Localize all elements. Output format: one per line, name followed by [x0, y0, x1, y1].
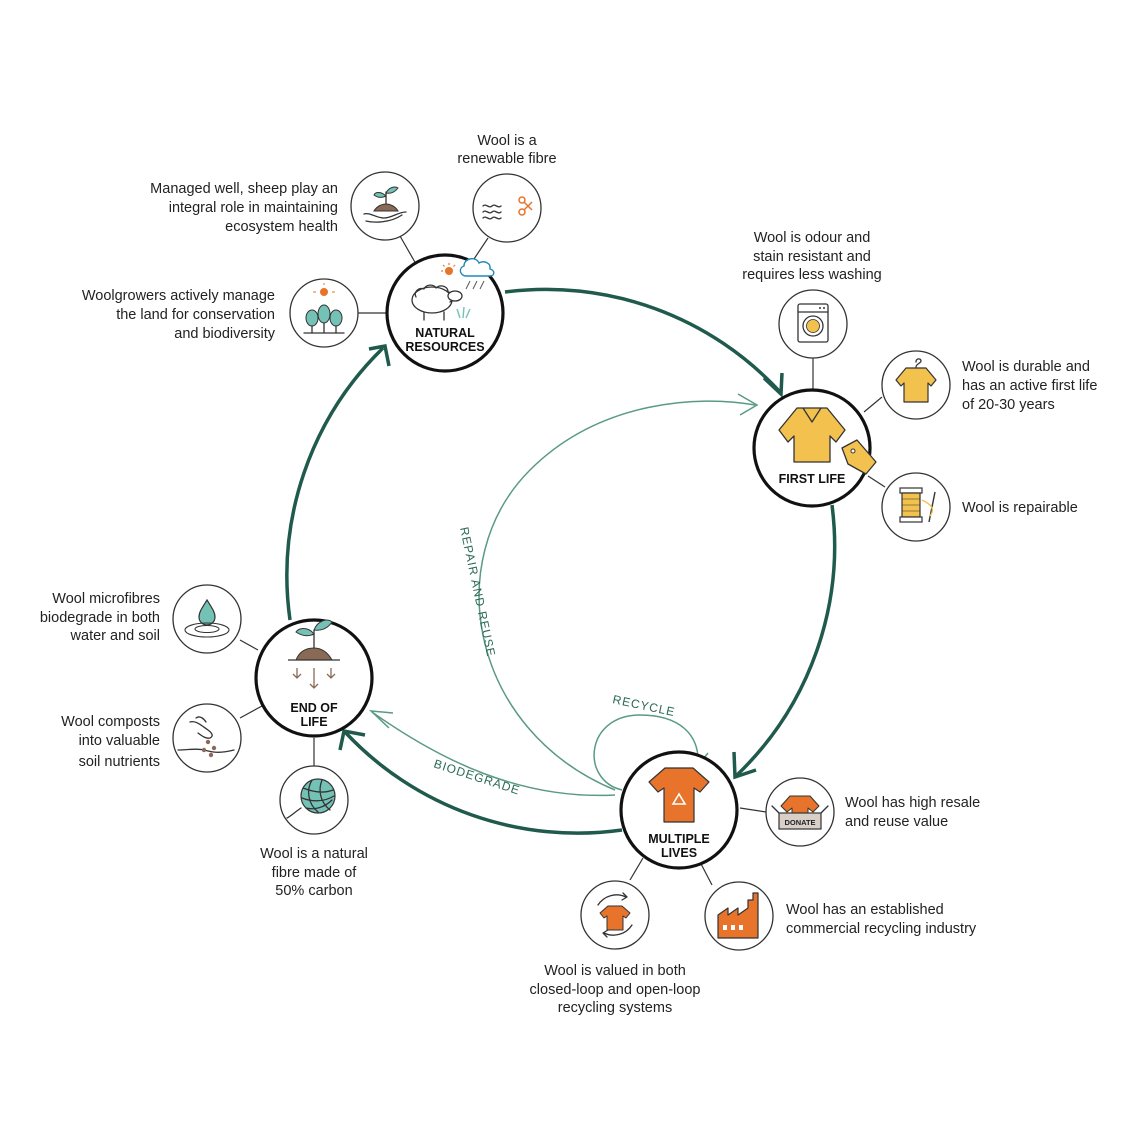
caption-line-2: renewable fibre	[457, 151, 556, 167]
hub-label-line-2: LIFE	[300, 715, 327, 729]
composting-hand-icon	[177, 716, 235, 758]
caption-line-1: Wool is odour and	[754, 230, 871, 246]
caption-line-2: integral role in maintaining	[169, 200, 338, 216]
caption-line-1: Wool is a natural	[260, 846, 368, 862]
caption-line-3: recycling systems	[558, 1000, 672, 1016]
jumper-on-hanger-icon	[895, 358, 937, 403]
arrowhead-first-life	[762, 372, 784, 398]
caption-line-3: ecosystem health	[225, 219, 338, 235]
satellite-microfibres: Wool microfibres biodegrade in both wate…	[40, 584, 242, 654]
hub-first-life: FIRST LIFE	[752, 388, 877, 508]
satellite-renewable: Wool is a renewable fibre	[457, 133, 557, 243]
hand-plant-icon	[363, 186, 407, 223]
caption-line-1: Wool is repairable	[962, 500, 1078, 516]
satellite-industry: Wool has an established commercial recyc…	[704, 881, 977, 951]
repair-reuse-arc	[478, 400, 756, 791]
seedling-icon	[288, 619, 340, 661]
recycled-tshirt-icon	[648, 767, 710, 823]
main-cycle	[285, 287, 837, 835]
caption-line-3: requires less washing	[742, 267, 881, 283]
thread-spool-icon	[899, 487, 936, 523]
hub-label-line-1: FIRST LIFE	[779, 472, 846, 486]
arrowhead-multiple-lives	[732, 751, 757, 780]
factory-icon	[717, 892, 759, 939]
hub-natural-resources: NATURAL RESOURCES	[385, 253, 505, 373]
satellite-durable: Wool is durable and has an active first …	[881, 350, 1097, 420]
repair-reuse-arrowhead	[737, 393, 759, 416]
sun-icon	[441, 263, 456, 275]
secondary-flows	[368, 393, 759, 797]
hub-end-of-life: END OF LIFE	[254, 618, 374, 738]
caption-line-1: Wool composts	[61, 714, 160, 730]
connectors	[239, 235, 886, 886]
flow-label-repair-reuse: REPAIR AND REUSE	[457, 526, 498, 659]
caption-line-2: and reuse value	[845, 814, 948, 830]
hub-multiple-lives: MULTIPLE LIVES	[619, 750, 739, 870]
price-tag-icon	[841, 439, 877, 475]
satellite-repairable: Wool is repairable	[881, 472, 1078, 542]
sweater-icon	[778, 407, 846, 463]
caption-line-3: and biodiversity	[174, 326, 275, 342]
arc-end-to-natural	[285, 346, 385, 621]
satellite-resale: DONATE Wool has high resale and reuse va…	[765, 777, 980, 847]
hub-label-line-2: RESOURCES	[405, 340, 484, 354]
satellite-odour: Wool is odour and stain resistant and re…	[742, 230, 882, 359]
caption-line-2: commercial recycling industry	[786, 921, 977, 937]
yarn-ball-icon	[286, 778, 336, 819]
loop-recycling-icon	[597, 892, 633, 938]
caption-line-2: fibre made of	[272, 865, 358, 881]
washing-machine-icon	[797, 303, 829, 343]
grass-icon	[456, 306, 471, 319]
biodegrade-arrowhead	[368, 710, 394, 729]
caption-line-2: has an active first life	[962, 378, 1097, 394]
caption-line-1: Wool is valued in both	[544, 963, 686, 979]
recycle-loop	[593, 714, 699, 791]
satellite-composts: Wool composts into valuable soil nutrien…	[61, 703, 242, 773]
caption-line-3: of 20-30 years	[962, 397, 1055, 413]
water-droplet-icon	[184, 598, 230, 638]
arc-natural-to-first	[504, 287, 782, 394]
caption-line-1: Managed well, sheep play an	[150, 181, 338, 197]
caption-line-1: Wool is a	[477, 133, 537, 149]
satellite-loop: Wool is valued in both closed-loop and o…	[530, 880, 701, 1016]
wool-shearing-icon	[482, 196, 533, 220]
down-arrows-icon	[292, 668, 336, 689]
caption-line-2: into valuable	[79, 733, 160, 749]
caption-line-3: soil nutrients	[79, 754, 160, 770]
hub-label-line-2: LIVES	[661, 846, 697, 860]
arc-first-to-multiple	[735, 504, 837, 777]
hub-circle	[385, 253, 505, 373]
arc-multiple-to-end	[343, 730, 623, 835]
satellite-ecosystem: Managed well, sheep play an integral rol…	[150, 171, 420, 241]
sheep-icon	[411, 284, 463, 321]
caption-line-3: 50% carbon	[275, 883, 352, 899]
donate-label: DONATE	[784, 818, 815, 827]
caption-line-2: the land for conservation	[116, 307, 275, 323]
hub-label-line-1: MULTIPLE	[648, 832, 710, 846]
caption-line-3: water and soil	[70, 628, 160, 644]
caption-line-2: stain resistant and	[753, 249, 871, 265]
caption-line-2: biodegrade in both	[40, 610, 160, 626]
biodegrade-arc	[371, 711, 616, 797]
cloud-icon	[459, 258, 495, 290]
caption-line-1: Woolgrowers actively manage	[82, 288, 275, 304]
caption-line-1: Wool is durable and	[962, 359, 1090, 375]
caption-line-1: Wool has an established	[786, 902, 944, 918]
caption-line-1: Wool microfibres	[52, 591, 160, 607]
hub-label-line-1: END OF	[290, 701, 338, 715]
arrowhead-natural-resources	[368, 343, 391, 367]
caption-line-2: closed-loop and open-loop	[530, 982, 701, 998]
hub-label-line-1: NATURAL	[415, 326, 475, 340]
flow-label-biodegrade: BIODEGRADE	[432, 757, 522, 798]
caption-line-1: Wool has high resale	[845, 795, 980, 811]
satellite-carbon: Wool is a natural fibre made of 50% carb…	[260, 765, 368, 899]
trees-icon	[303, 283, 345, 334]
donate-box-icon: DONATE	[771, 795, 829, 830]
arrowhead-end-of-life	[338, 728, 366, 751]
satellite-land: Woolgrowers actively manage the land for…	[82, 278, 359, 348]
